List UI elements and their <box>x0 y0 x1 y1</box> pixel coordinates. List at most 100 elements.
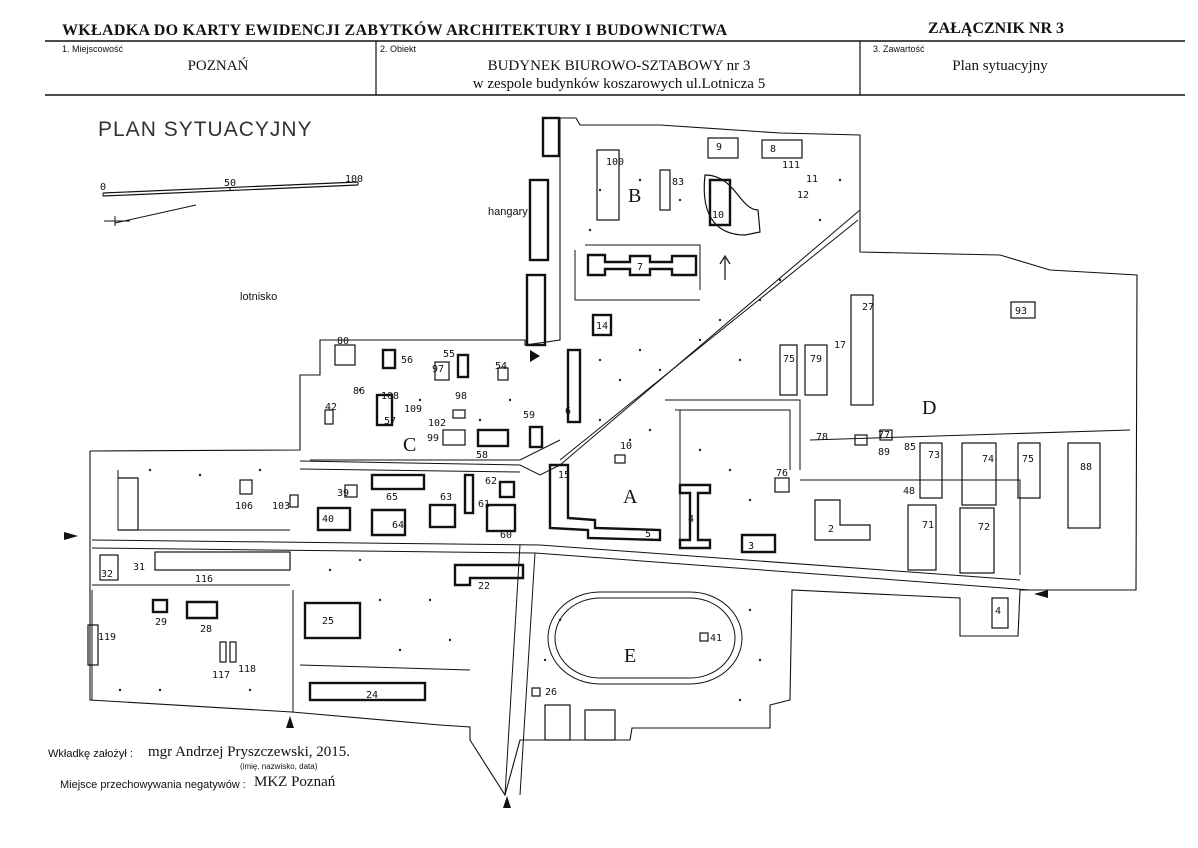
building-number: 32 <box>101 569 113 580</box>
building-number: 54 <box>495 361 507 372</box>
zone-b-label: B <box>628 185 641 207</box>
object-value-line1: BUDYNEK BIUROWO-SZTABOWY nr 3 <box>487 58 751 74</box>
building-number: 108 <box>381 391 399 402</box>
annex-number: ZAŁĄCZNIK NR 3 <box>928 20 1065 37</box>
building-numbers: 100 83 9 8 111 11 12 10 7 14 27 17 75 79… <box>98 142 1092 701</box>
building-number: 26 <box>545 687 557 698</box>
roads <box>91 209 1131 796</box>
trees <box>118 178 842 702</box>
building-number: 60 <box>500 530 512 541</box>
building-number: 106 <box>235 501 253 512</box>
building-number: 93 <box>1015 306 1027 317</box>
building-number: 117 <box>212 670 230 681</box>
scale-label-50: 50 <box>224 178 236 189</box>
building-number: 15 <box>558 470 570 481</box>
scale-bar <box>102 181 359 226</box>
building-number: 7 <box>637 262 643 273</box>
building-number: 41 <box>710 633 722 644</box>
building-number: 61 <box>478 499 490 510</box>
stadium-track <box>547 591 743 685</box>
building-number: 103 <box>272 501 290 512</box>
building-number: 80 <box>337 336 349 347</box>
storage-label: Miejsce przechowywania negatywów : <box>60 779 246 791</box>
building-number: 9 <box>716 142 722 153</box>
founder-hint: (imię, nazwisko, data) <box>240 762 318 771</box>
building-number: 29 <box>155 617 167 628</box>
building-number: 4 <box>688 514 694 525</box>
building-number: 97 <box>432 364 444 375</box>
buildings <box>87 116 1101 741</box>
founder-label: Wkładkę założył : <box>48 748 133 760</box>
building-number: 98 <box>455 391 467 402</box>
building-number: 62 <box>485 476 497 487</box>
building-number: 116 <box>195 574 213 585</box>
building-number: 77 <box>878 430 890 441</box>
building-number: 119 <box>98 632 116 643</box>
card-title: WKŁADKA DO KARTY EWIDENCJI ZABYTKÓW ARCH… <box>62 22 728 39</box>
entrance-arrows <box>64 254 1048 808</box>
building-number: 11 <box>806 174 818 185</box>
building-number: 42 <box>325 402 337 413</box>
object-label: 2. Obiekt <box>380 44 417 54</box>
locality-value: POZNAŃ <box>187 58 249 74</box>
scale-label-0: 0 <box>100 182 106 193</box>
building-number: 4 <box>995 606 1001 617</box>
building-number: 100 <box>606 157 624 168</box>
building-number: 12 <box>797 190 809 201</box>
content-value: Plan sytuacyjny <box>952 58 1048 74</box>
building-number: 78 <box>816 432 828 443</box>
building-number: 27 <box>862 302 874 313</box>
building-number: 74 <box>982 454 994 465</box>
storage-value: MKZ Poznań <box>254 774 336 790</box>
building-number: 22 <box>478 581 490 592</box>
zone-c-label: C <box>403 434 416 456</box>
building-number: 102 <box>428 418 446 429</box>
scale-label-100: 100 <box>345 174 363 185</box>
building-number: 86 <box>353 386 365 397</box>
building-number: 57 <box>384 416 396 427</box>
hangars-label: hangary <box>488 206 528 218</box>
zone-e-label: E <box>624 645 636 667</box>
building-number: 75 <box>1022 454 1034 465</box>
building-number: 99 <box>427 433 439 444</box>
building-number: 5 <box>645 529 651 540</box>
building-number: 89 <box>878 447 890 458</box>
building-number: 85 <box>904 442 916 453</box>
building-number: 118 <box>238 664 256 675</box>
building-number: 83 <box>672 177 684 188</box>
building-number: 48 <box>903 486 915 497</box>
building-number: 8 <box>770 144 776 155</box>
locality-label: 1. Miejscowość <box>62 44 124 54</box>
building-number: 75 <box>783 354 795 365</box>
building-number: 88 <box>1080 462 1092 473</box>
zone-d-label: D <box>922 397 936 419</box>
building-number: 40 <box>322 514 334 525</box>
building-number: 64 <box>392 520 404 531</box>
building-number: 10 <box>712 210 724 221</box>
building-number: 25 <box>322 616 334 627</box>
building-number: 65 <box>386 492 398 503</box>
header-frame <box>45 40 1185 96</box>
building-number: 73 <box>928 450 940 461</box>
building-number: 79 <box>810 354 822 365</box>
building-number: 10 <box>620 441 632 452</box>
founder-value: mgr Andrzej Pryszczewski, 2015. <box>148 744 351 760</box>
zone-a-label: A <box>623 486 638 508</box>
building-number: 63 <box>440 492 452 503</box>
building-number: 17 <box>834 340 846 351</box>
building-number: 14 <box>596 321 608 332</box>
building-number: 59 <box>523 410 535 421</box>
building-number: 28 <box>200 624 212 635</box>
building-number: 24 <box>366 690 378 701</box>
building-number: 55 <box>443 349 455 360</box>
building-number: 71 <box>922 520 934 531</box>
building-number: 56 <box>401 355 413 366</box>
object-value-line2: w zespole budynków koszarowych ul.Lotnic… <box>472 76 766 92</box>
building-number: 6 <box>565 406 571 417</box>
building-number: 58 <box>476 450 488 461</box>
building-number: 111 <box>782 160 800 171</box>
airfield-label: lotnisko <box>240 291 277 303</box>
building-number: 76 <box>776 468 788 479</box>
building-number: 2 <box>828 524 834 535</box>
building-number: 31 <box>133 562 145 573</box>
